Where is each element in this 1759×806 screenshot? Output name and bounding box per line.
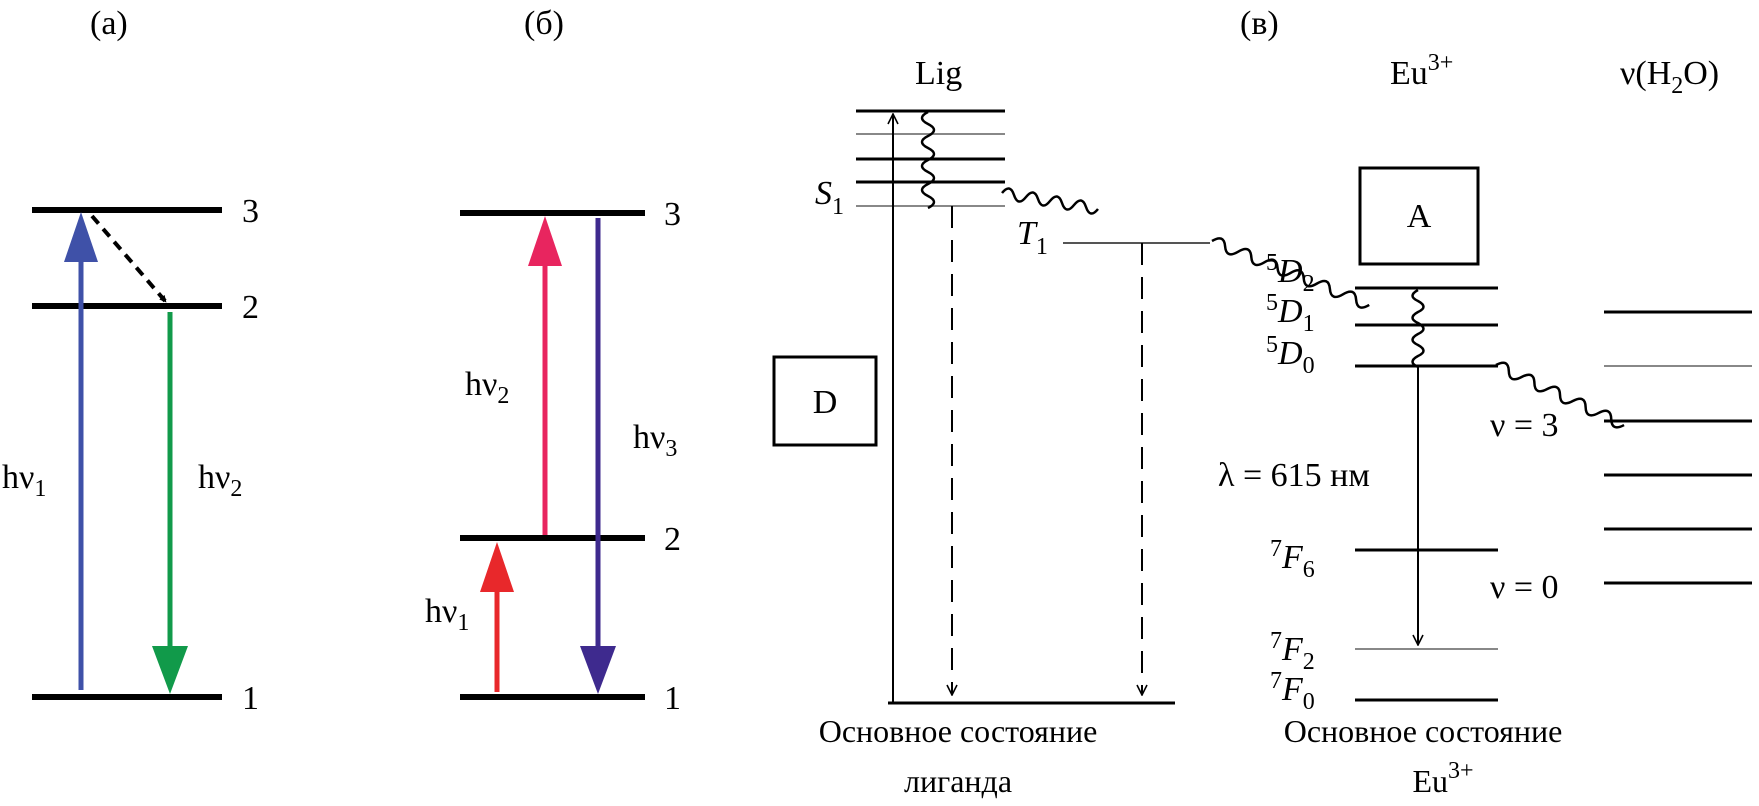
panel-c: (в) Lig S1 T1 D Основное состояние лиган… (772, 5, 1752, 799)
donor-box-label: D (813, 384, 838, 421)
ligand-header: Lig (915, 55, 962, 92)
panel-a-absorption-label: hν1 (2, 459, 46, 502)
europium-header: Eu3+ (1390, 50, 1453, 92)
panel-b-level-1-label: 1 (664, 680, 681, 717)
acceptor-box-label: A (1407, 198, 1432, 235)
ligand-singlet-label: S1 (815, 175, 844, 220)
panel-b: (б) 3 2 1 hν1 hν2 hν3 (425, 5, 681, 717)
donor-box (772, 355, 878, 447)
ligand-internal-conversion-wavy (920, 110, 936, 210)
panel-a-title: (а) (90, 5, 128, 42)
eu-5D2-label: 5D2 (1266, 250, 1315, 297)
eu-to-water-wavy (1495, 361, 1625, 429)
eu-emission-label: λ = 615 нм (1218, 457, 1370, 494)
water-header: ν(H2O) (1620, 55, 1719, 99)
ligand-ground-caption-line2: лиганда (904, 763, 1012, 799)
ligand-isc-wavy (1001, 187, 1099, 215)
panel-a-level-2-label: 2 (242, 289, 259, 326)
eu-5D0-label: 5D0 (1266, 332, 1315, 379)
acceptor-box (1358, 166, 1480, 266)
eu-7F0-label: 7F0 (1270, 668, 1315, 715)
eu-relaxation-wavy (1411, 288, 1425, 369)
panel-b-title: (б) (524, 5, 564, 42)
panel-a-absorption-arrowhead (64, 212, 98, 262)
panel-b-emission-arrowhead (580, 646, 616, 694)
panel-b-level-3-label: 3 (664, 196, 681, 233)
eu-7F6-label: 7F6 (1270, 536, 1315, 583)
panel-b-step1-label: hν1 (425, 593, 469, 636)
panel-a-level-1-label: 1 (242, 680, 259, 717)
water-v3-label: ν = 3 (1490, 407, 1559, 444)
panel-a: (а) 3 2 1 hν1 hν2 (2, 5, 259, 717)
panel-b-step1-arrowhead (480, 542, 514, 592)
energy-transfer-wavy (1211, 237, 1370, 309)
panel-a-relaxation-arrow (90, 214, 168, 304)
water-v0-label: ν = 0 (1490, 569, 1559, 606)
panel-a-level-3-label: 3 (242, 193, 259, 230)
panel-b-step2-label: hν2 (465, 366, 509, 409)
panel-a-emission-label: hν2 (198, 459, 242, 502)
panel-b-level-2-label: 2 (664, 521, 681, 558)
ligand-ground-caption-line1: Основное состояние (819, 713, 1098, 749)
panel-c-title: (в) (1240, 5, 1279, 42)
eu-5D1-label: 5D1 (1266, 290, 1315, 337)
ligand-triplet-label: T1 (1017, 215, 1048, 260)
eu-ground-caption-line2: Eu3+ (1412, 758, 1473, 799)
eu-ground-caption-line1: Основное состояние (1284, 713, 1563, 749)
eu-7F2-label: 7F2 (1270, 628, 1315, 675)
panel-b-step2-arrowhead (528, 216, 562, 266)
panel-a-emission-arrowhead (152, 646, 188, 694)
panel-b-emission-label: hν3 (633, 419, 677, 462)
